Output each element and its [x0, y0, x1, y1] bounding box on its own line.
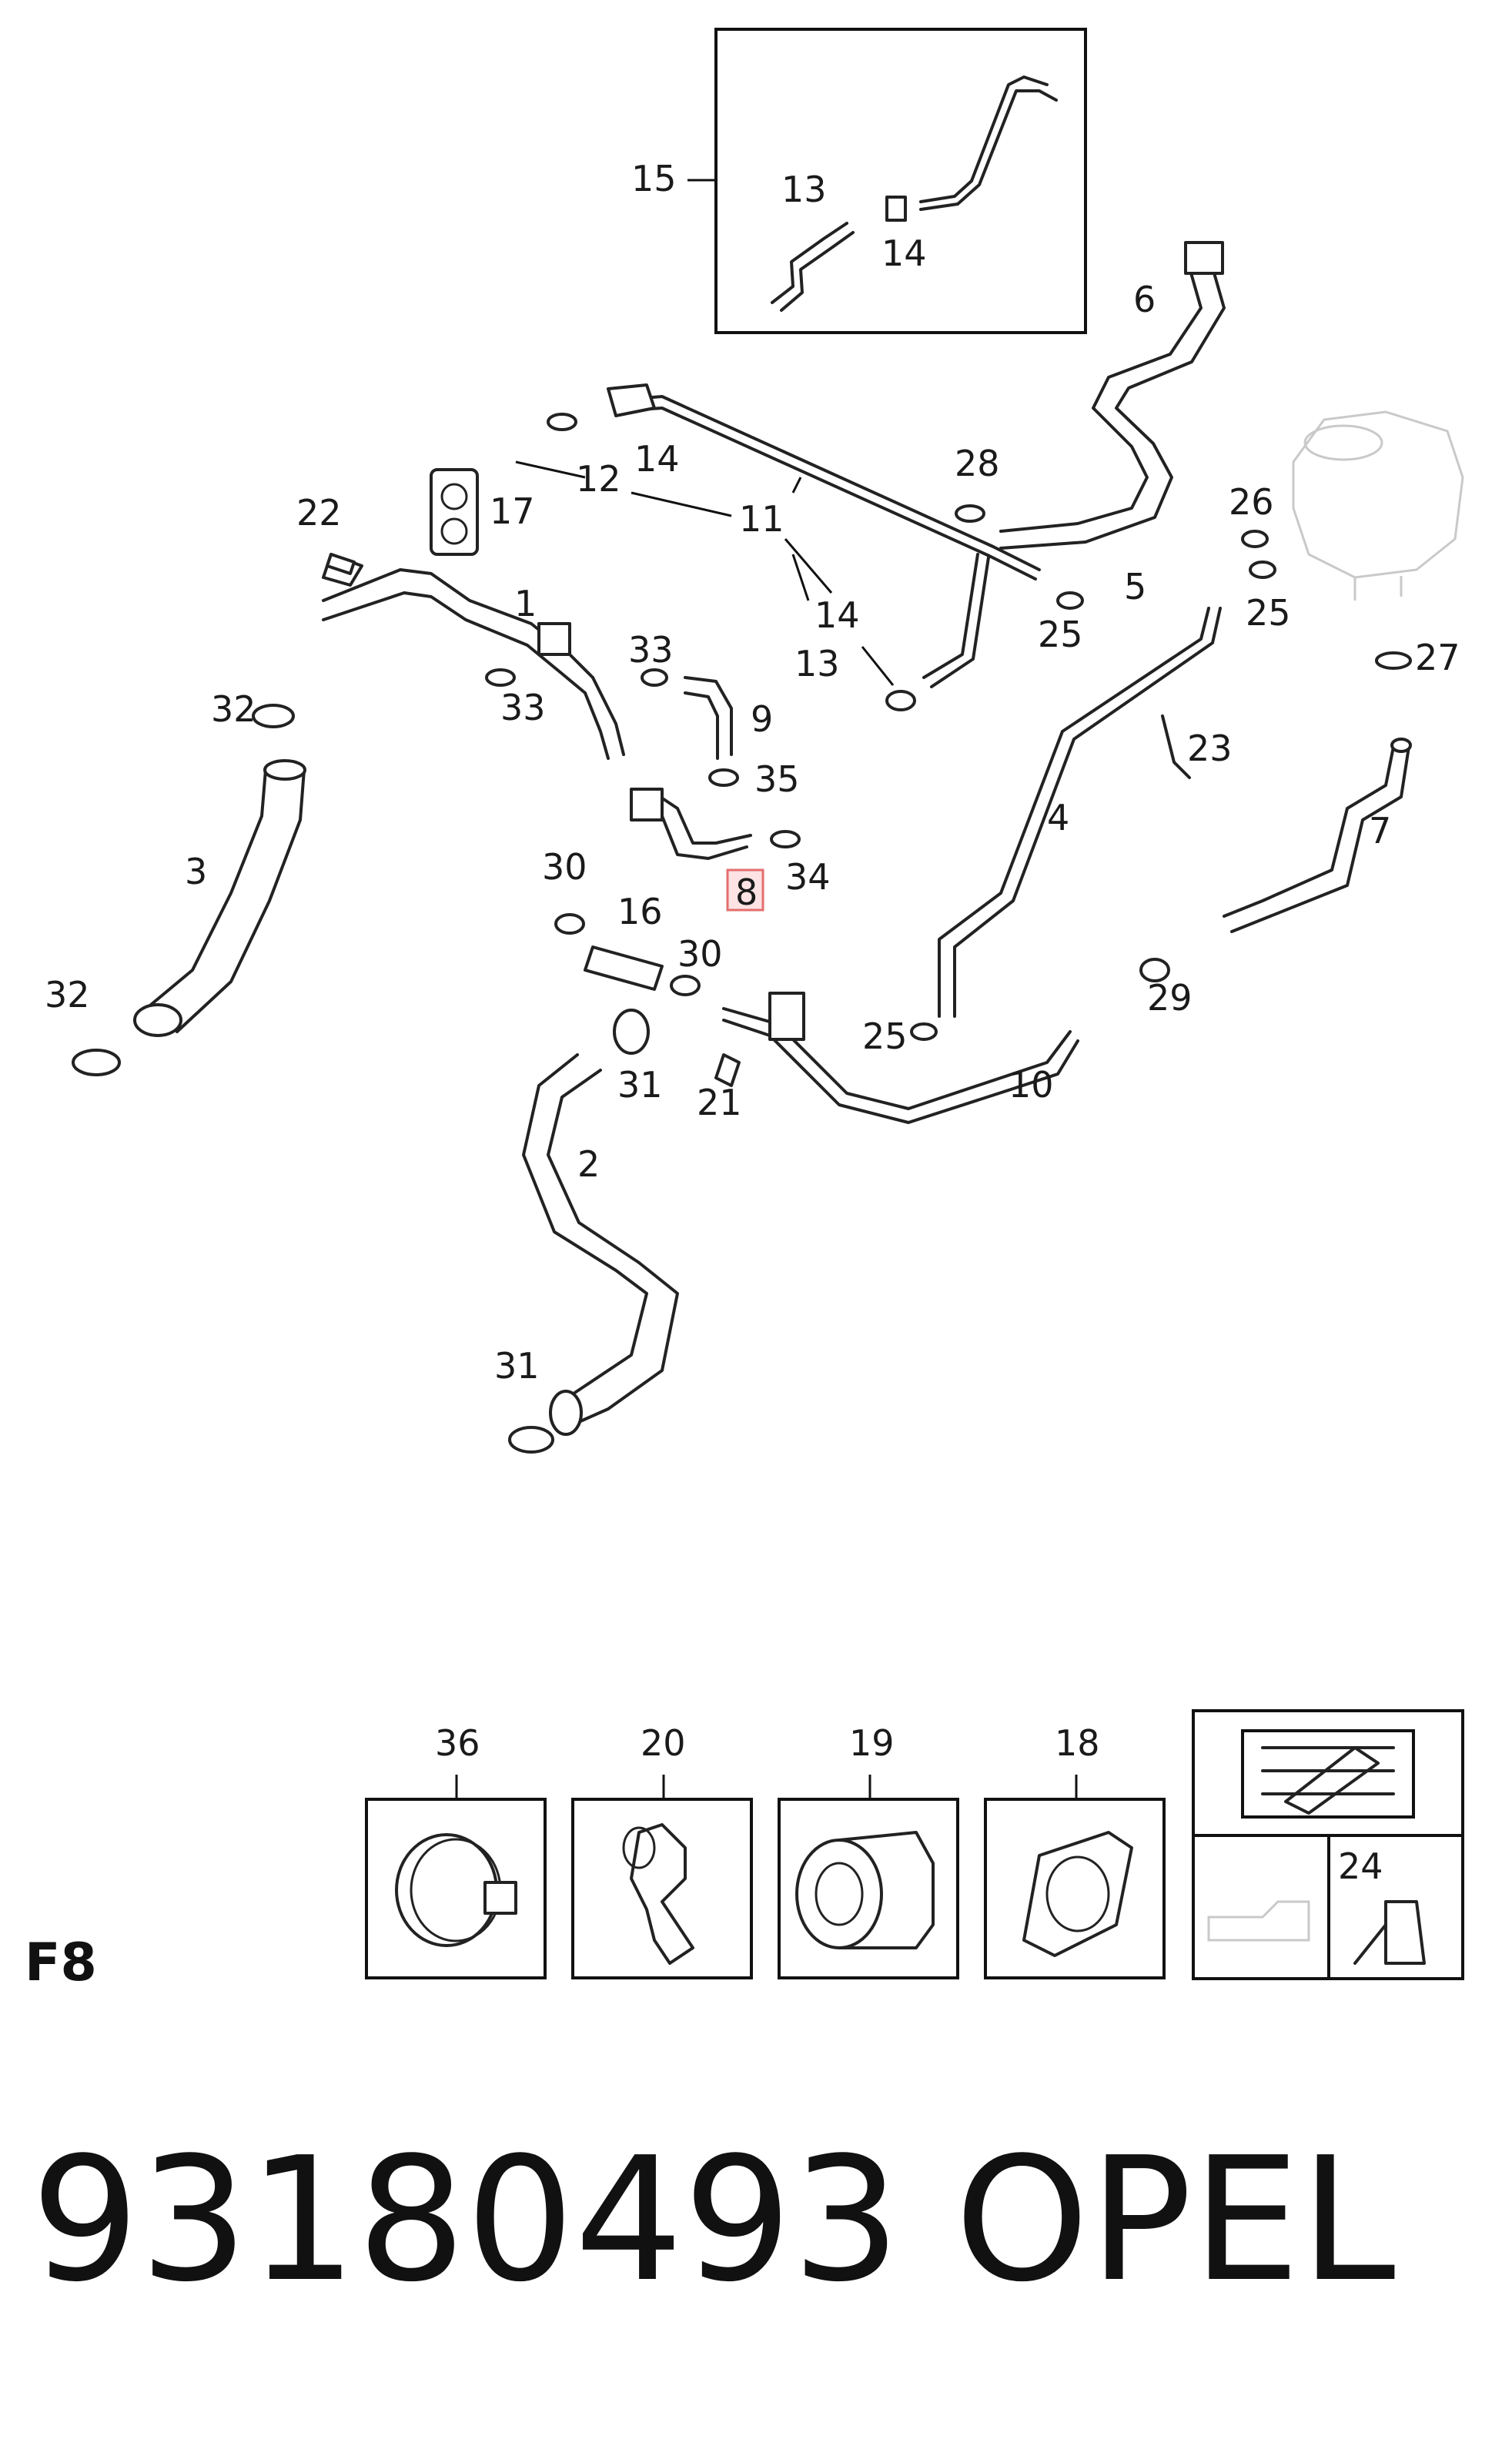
part-2-hose [522, 1053, 679, 1436]
gasket-icon [1022, 1831, 1133, 1957]
callout-17: 17 [490, 490, 535, 532]
part-11-pipe [607, 383, 1041, 688]
part-1-manifold [322, 468, 625, 760]
part-10-pipe [722, 992, 1079, 1124]
section-code: F8 [25, 1932, 97, 1993]
callout-18: 18 [1055, 1722, 1100, 1764]
callout-7: 7 [1369, 810, 1391, 852]
repair-manual-icon [1241, 1729, 1415, 1819]
part-8-hose [630, 788, 752, 860]
leader-lines [515, 460, 895, 686]
part-number: 93180493 [31, 2121, 901, 2320]
inset-box-15 [687, 28, 1087, 334]
callout-26: 26 [1229, 481, 1274, 523]
callout-30: 30 [542, 846, 587, 888]
callout-11: 11 [739, 498, 784, 540]
callout-20: 20 [641, 1722, 686, 1764]
callout-25: 25 [1246, 592, 1291, 634]
callout-31: 31 [494, 1345, 540, 1387]
callout-33: 33 [628, 629, 674, 671]
callout-36: 36 [435, 1722, 480, 1764]
callout-4: 4 [1047, 797, 1069, 838]
brand-name: OPEL [955, 2121, 1396, 2320]
callout-25: 25 [862, 1016, 908, 1057]
callout-34: 34 [785, 856, 831, 898]
callout-30: 30 [677, 933, 723, 975]
callout-33: 33 [500, 687, 546, 728]
expansion-tank-ghost [1292, 410, 1464, 601]
part-16-tube [584, 945, 664, 991]
callout-27: 27 [1415, 637, 1460, 678]
accessory-box-36 [365, 1798, 547, 1979]
callout-3: 3 [185, 851, 207, 892]
callout-25: 25 [1038, 614, 1083, 655]
grommet-icon [795, 1839, 883, 1949]
callout-35: 35 [754, 758, 800, 800]
callout-24: 24 [1338, 1845, 1383, 1887]
callout-6: 6 [1133, 279, 1156, 320]
accessory-box-20 [571, 1798, 753, 1979]
callout-labels: 15 13 14 6 14 12 11 28 17 22 26 1 5 25 2… [45, 158, 1460, 1387]
accessory-row: 36 20 19 18 24 [365, 1709, 1464, 1980]
part-4-pipe [938, 607, 1222, 1018]
oil-can-icon [1207, 1900, 1310, 1942]
part-9-hose [684, 676, 733, 760]
callout-5: 5 [1124, 566, 1146, 607]
callout-2: 2 [577, 1143, 600, 1185]
callout-21: 21 [697, 1082, 742, 1123]
callout-13: 13 [794, 643, 840, 684]
callout-16: 16 [617, 891, 663, 932]
clamp-set [72, 413, 1412, 1454]
callout-12: 12 [576, 458, 621, 500]
callout-14: 14 [634, 438, 680, 480]
callout-10: 10 [1009, 1064, 1054, 1106]
callout-13: 13 [781, 169, 827, 210]
callout-19: 19 [849, 1722, 895, 1764]
callout-22: 22 [296, 492, 342, 534]
callout-32: 32 [45, 974, 90, 1016]
callout-23: 23 [1187, 728, 1233, 769]
callout-8-highlighted: 8 [735, 872, 758, 913]
callout-28: 28 [955, 443, 1000, 484]
callout-14: 14 [881, 233, 927, 274]
sealant-bottle-icon [1384, 1900, 1426, 1965]
hose-holder-icon [630, 1823, 694, 1965]
callout-14: 14 [815, 594, 860, 636]
part-3-hose [133, 759, 306, 1037]
highlight-box-8 [726, 868, 764, 912]
callout-29: 29 [1147, 977, 1193, 1019]
callout-15: 15 [631, 158, 677, 199]
callout-32: 32 [211, 688, 256, 730]
callout-9: 9 [751, 698, 773, 740]
oil-can-box [1192, 1834, 1330, 1980]
callout-1: 1 [514, 583, 537, 624]
callout-31: 31 [617, 1064, 663, 1106]
part-6-hose [999, 241, 1226, 550]
part-7-hose [1223, 738, 1412, 933]
